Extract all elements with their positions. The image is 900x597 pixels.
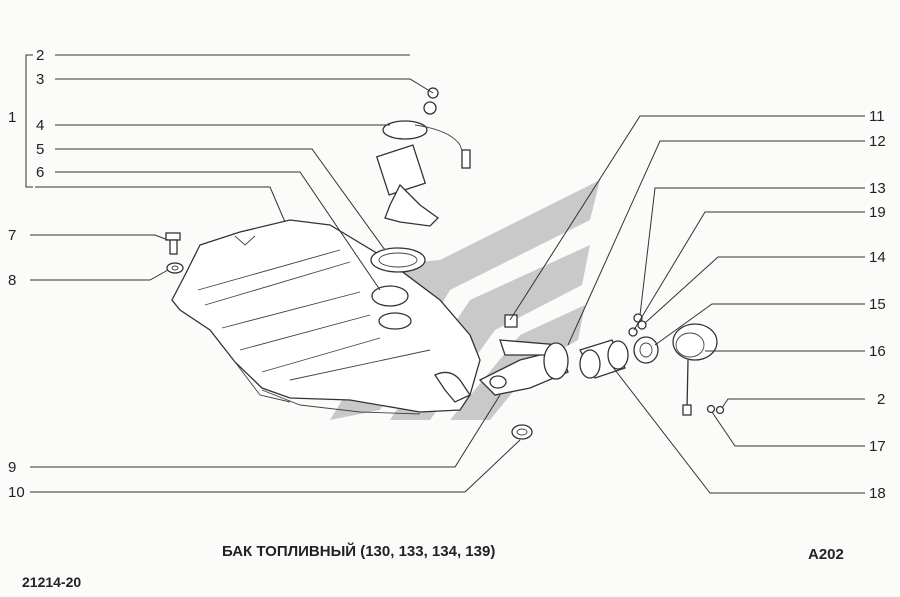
callout-17: 17 xyxy=(869,438,886,455)
sealing-ring xyxy=(370,247,426,273)
callout-7: 7 xyxy=(8,227,16,244)
callout-16: 16 xyxy=(869,343,886,360)
callout-13: 13 xyxy=(869,180,886,197)
washer xyxy=(166,262,184,274)
fuel-tank xyxy=(171,219,481,415)
small-nuts xyxy=(628,313,647,337)
callout-14: 14 xyxy=(869,249,886,266)
page-code: A202 xyxy=(808,546,844,563)
callout-4: 4 xyxy=(36,117,44,134)
hose-clamp xyxy=(511,424,533,440)
cap-fasteners xyxy=(706,404,725,415)
filler-neck xyxy=(579,339,629,379)
diagram-caption: БАК ТОПЛИВНЫЙ (130, 133, 134, 139) xyxy=(222,543,496,560)
fuel-cap xyxy=(672,323,718,416)
callout-1: 1 xyxy=(8,109,16,126)
callout-6: 6 xyxy=(36,164,44,181)
callout-10: 10 xyxy=(8,484,25,501)
tank-flange xyxy=(371,285,412,330)
callout-18: 18 xyxy=(869,485,886,502)
callout-19: 19 xyxy=(869,204,886,221)
callout-3: 3 xyxy=(36,71,44,88)
callout-9: 9 xyxy=(8,459,16,476)
callout-5: 5 xyxy=(36,141,44,158)
bolt xyxy=(165,232,181,255)
gasket-ring xyxy=(633,336,659,364)
leader-lines xyxy=(25,54,865,494)
callout-15: 15 xyxy=(869,296,886,313)
filler-pipe xyxy=(434,314,569,403)
callout-2-top: 2 xyxy=(36,47,44,64)
fuel-pump-module xyxy=(375,87,471,227)
callout-11: 11 xyxy=(869,108,885,125)
callout-2-right: 2 xyxy=(877,391,885,408)
callout-12: 12 xyxy=(869,133,886,150)
model-code: 21214-20 xyxy=(22,574,82,590)
callout-numbers: 2 3 1 4 5 6 7 8 9 10 11 12 13 19 14 15 1… xyxy=(8,47,886,502)
callout-8: 8 xyxy=(8,272,16,289)
